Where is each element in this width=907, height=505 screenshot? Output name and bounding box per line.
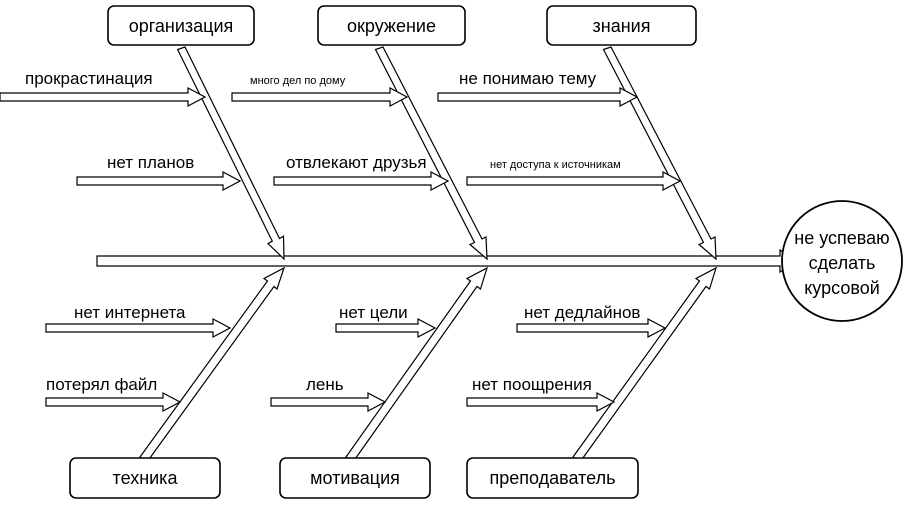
bone-technique-arrow <box>139 266 286 463</box>
cause-arrow-no-deadlines <box>516 318 667 338</box>
bone-teacher <box>572 266 718 463</box>
category-organization: организация <box>107 5 255 46</box>
category-box-knowledge <box>546 5 697 46</box>
bone-environment-arrow <box>374 46 488 261</box>
cause-label-no-plans: нет планов <box>107 153 194 172</box>
category-label-teacher: преподаватель <box>490 468 616 488</box>
cause-arrow-laziness <box>270 392 387 412</box>
cause-arrow-friends <box>273 171 450 191</box>
cause-arrow-no-goal <box>335 318 437 338</box>
cause-arrow-lost-file <box>45 392 182 412</box>
effect-line-1: не успеваю <box>794 228 889 248</box>
cause-arrow-housework <box>231 87 409 107</box>
bone-knowledge-arrow <box>602 46 717 261</box>
cause-label-no-sources: нет доступа к источникам <box>490 159 621 171</box>
category-label-knowledge: знания <box>593 16 651 36</box>
cause-arrow-dont-understand <box>437 87 639 107</box>
bone-technique <box>139 266 286 463</box>
category-label-technique: техника <box>113 468 179 488</box>
spine-arrow <box>96 248 800 274</box>
effect-line-3: курсовой <box>804 278 880 298</box>
category-label-organization: организация <box>129 16 234 36</box>
cause-arrow-no-plans <box>76 171 242 191</box>
bone-motivation-arrow <box>345 266 489 463</box>
cause-label-friends: отвлекают друзья <box>286 153 427 172</box>
cause-label-no-encouragement: нет поощрения <box>472 375 592 394</box>
category-box-technique <box>69 457 221 499</box>
category-environment: окружение <box>317 5 466 46</box>
cause-arrow-no-internet <box>45 318 232 338</box>
cause-label-procrastination: прокрастинация <box>25 69 153 88</box>
effect: не успеваю сделать курсовой <box>781 200 903 322</box>
bone-motivation <box>345 266 489 463</box>
cause-arrow-no-sources <box>466 171 682 191</box>
category-teacher: преподаватель <box>466 457 639 499</box>
category-box-environment <box>317 5 466 46</box>
cause-arrow-no-encouragement <box>466 392 616 412</box>
category-knowledge: знания <box>546 5 697 46</box>
bone-organization-arrow <box>176 46 285 261</box>
effect-line-2: сделать <box>809 253 876 273</box>
bone-teacher-arrow <box>572 266 718 463</box>
cause-label-lost-file: потерял файл <box>46 375 157 394</box>
category-label-environment: окружение <box>347 16 436 36</box>
cause-label-dont-understand: не понимаю тему <box>459 69 597 88</box>
category-box-organization <box>107 5 255 46</box>
cause-label-no-deadlines: нет дедлайнов <box>524 303 640 322</box>
effect-circle <box>781 200 903 322</box>
bone-environment <box>374 46 488 261</box>
cause-label-no-goal: нет цели <box>339 303 408 322</box>
bone-organization <box>176 46 285 261</box>
cause-label-no-internet: нет интернета <box>74 303 186 322</box>
cause-label-laziness: лень <box>306 375 344 394</box>
bone-knowledge <box>602 46 717 261</box>
category-motivation: мотивация <box>279 457 431 499</box>
category-label-motivation: мотивация <box>310 468 400 488</box>
category-box-motivation <box>279 457 431 499</box>
category-box-teacher <box>466 457 639 499</box>
cause-arrow-procrastination <box>0 87 207 107</box>
category-technique: техника <box>69 457 221 499</box>
cause-label-housework: много дел по дому <box>250 75 346 87</box>
